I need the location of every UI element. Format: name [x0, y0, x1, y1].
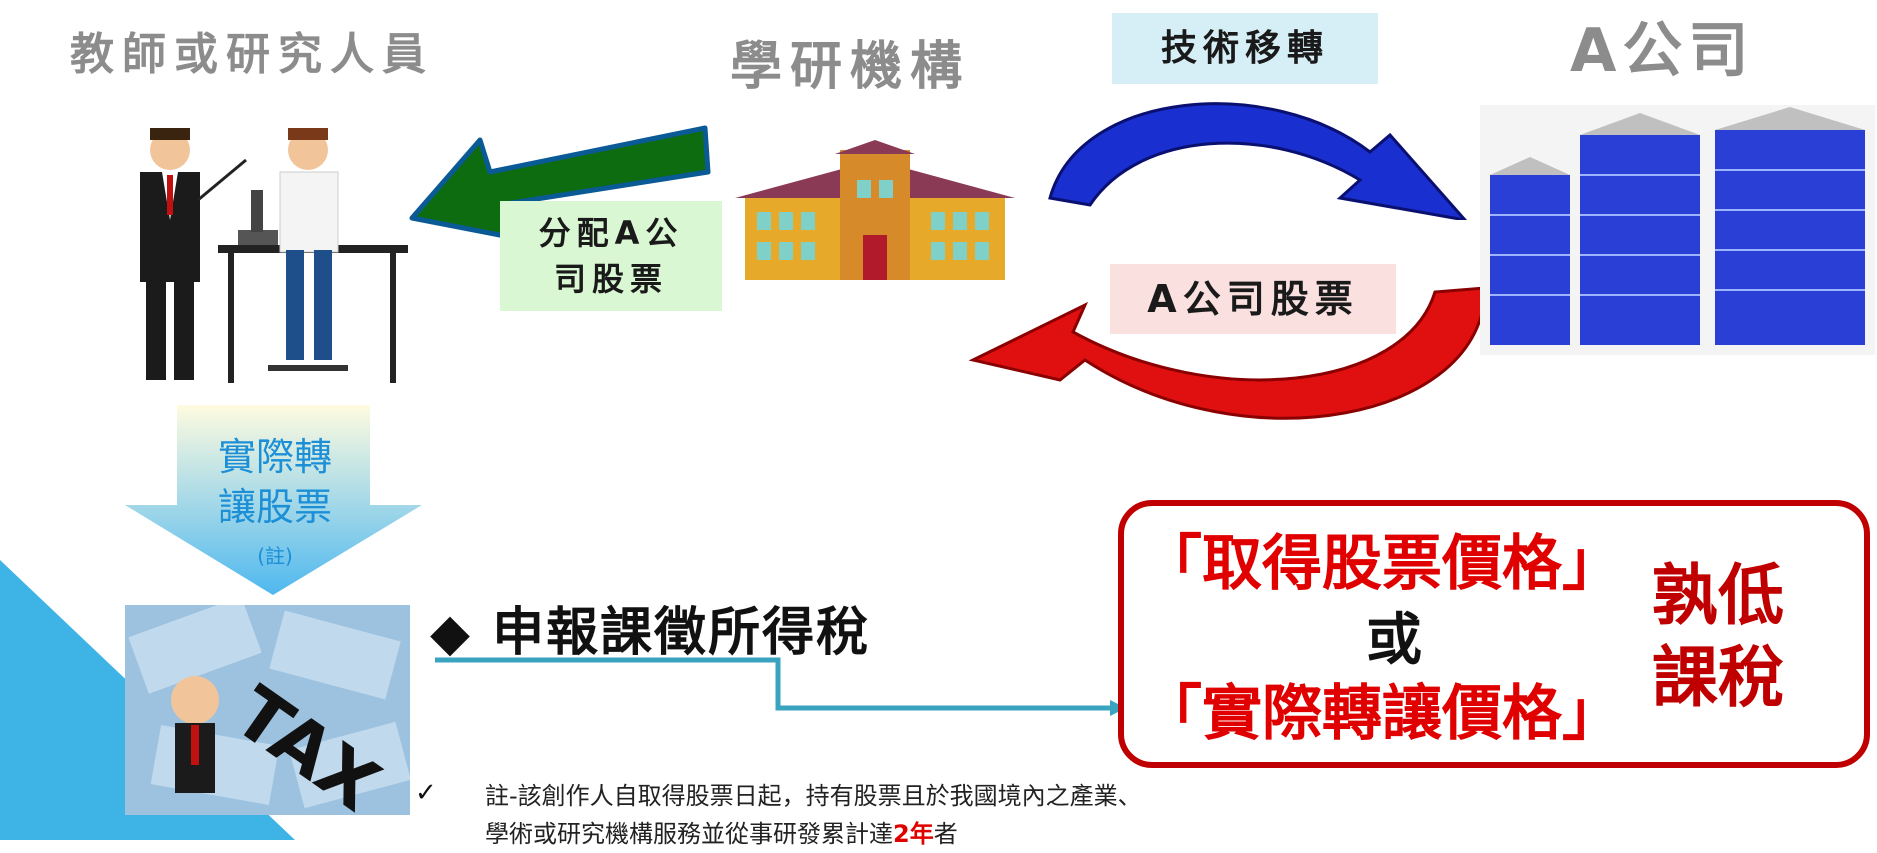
red-curved-arrow-icon	[968, 286, 1487, 420]
green-arrow-icon	[409, 125, 711, 241]
footnote-text: 註-該創作人自取得股票日起，持有股票且於我國境內之產業、 學術或研究機構服務並從…	[485, 782, 1142, 848]
checkmark-icon: ✓	[415, 778, 437, 808]
tech-transfer-label: 技術移轉	[1112, 13, 1378, 84]
company-buildings-icon	[1480, 105, 1875, 355]
connector-arrow-icon	[435, 657, 1126, 716]
rule-acquisition-price: 「取得股票價格」	[1142, 529, 1622, 599]
header-teachers: 教師或研究人員	[70, 29, 434, 80]
diamond-bullet-icon: ◆	[430, 603, 472, 663]
rule-or: 或	[1366, 608, 1422, 673]
tax-businessman-icon: TAX	[125, 605, 410, 815]
note-reference: (註)	[257, 544, 293, 568]
actual-transfer-label: 實際轉 讓股票	[217, 435, 332, 529]
down-arrow-icon	[125, 405, 422, 595]
company-stock-label: A公司股票	[1110, 264, 1396, 334]
rule-transfer-price: 「實際轉讓價格」	[1142, 679, 1622, 749]
header-institution: 學研機構	[730, 37, 971, 97]
rule-lower-taxed: 孰低 課稅	[1652, 557, 1784, 716]
blue-curved-arrow-icon	[1048, 102, 1468, 220]
header-company: A公司	[1570, 16, 1755, 86]
teacher-researcher-icon	[140, 128, 408, 383]
tax-title: ◆ 申報課徵所得稅	[430, 603, 871, 663]
school-building-icon	[735, 140, 1015, 280]
distribute-stock-label: 分配A公 司股票	[500, 201, 722, 311]
tax-rule-box	[1118, 500, 1870, 768]
